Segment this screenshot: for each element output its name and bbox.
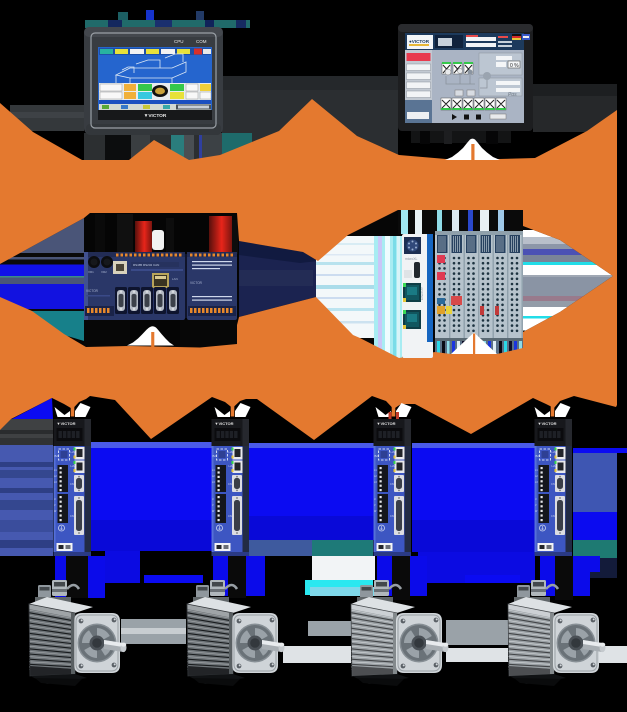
svg-text:CPU: CPU	[174, 39, 184, 44]
svg-text:●VICTOR: ●VICTOR	[409, 39, 430, 44]
svg-text:microXL: microXL	[405, 257, 418, 261]
svg-text:VR1: VR1	[88, 270, 94, 274]
svg-text:RS485 RS232 CAN: RS485 RS232 CAN	[133, 263, 159, 267]
svg-text:EtherCAT: EtherCAT	[420, 287, 424, 300]
svg-text:▼VICTOR: ▼VICTOR	[144, 113, 167, 119]
svg-text:Pos: Pos	[508, 92, 517, 98]
svg-text:VR2: VR2	[101, 270, 107, 274]
svg-text:LAN: LAN	[172, 277, 178, 281]
svg-text:0 %: 0 %	[510, 63, 519, 69]
svg-text:VICTOR: VICTOR	[86, 289, 99, 293]
svg-text:COM: COM	[196, 39, 207, 44]
svg-text:VICTOR: VICTOR	[190, 281, 203, 285]
